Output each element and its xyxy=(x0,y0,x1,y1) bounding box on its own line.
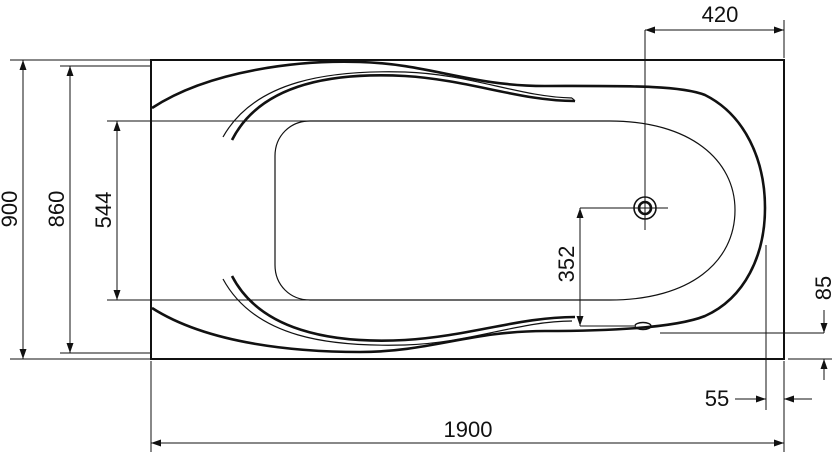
armrest-top-inner xyxy=(222,71,573,138)
inner-basin xyxy=(274,120,736,301)
rim-curve-bottom xyxy=(151,207,767,354)
rim-curve-top xyxy=(151,60,767,209)
label-352: 352 xyxy=(554,246,579,283)
label-1900: 1900 xyxy=(444,417,493,442)
armrest-bottom-inner xyxy=(222,278,573,346)
label-544: 544 xyxy=(91,192,116,229)
armrest-top-outer xyxy=(230,74,576,141)
label-900: 900 xyxy=(0,191,22,228)
label-420: 420 xyxy=(702,2,739,27)
tub-outline xyxy=(150,59,785,360)
label-55: 55 xyxy=(705,386,729,411)
overflow-hole xyxy=(634,321,652,331)
label-860: 860 xyxy=(44,191,69,228)
label-85: 85 xyxy=(811,276,836,300)
armrest-bottom-outer xyxy=(230,275,576,342)
